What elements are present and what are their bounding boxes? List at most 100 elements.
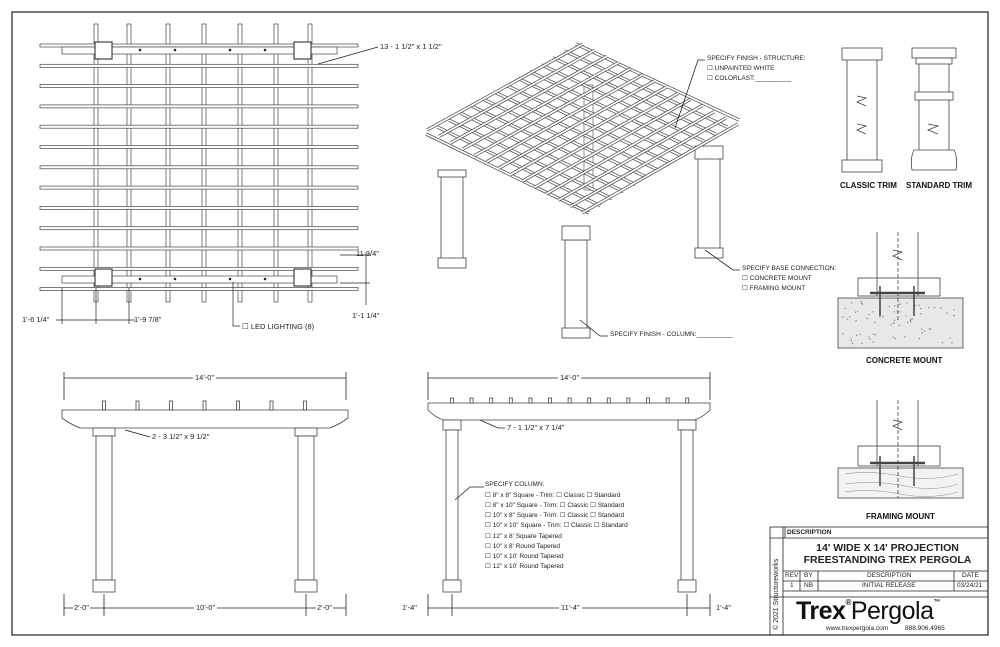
framing-mount-label: FRAMING MOUNT (866, 512, 935, 521)
side-rafter-stubs (450, 397, 690, 404)
side-rafter-stub (508, 397, 513, 404)
concrete-aggregate (855, 334, 858, 336)
plan-purlin (39, 165, 359, 170)
concrete-aggregate (861, 342, 863, 345)
concrete-aggregate (850, 338, 852, 340)
plan-led-dots (138, 48, 267, 281)
description-value: INITIAL RELEASE (862, 582, 916, 589)
concrete-aggregate (892, 322, 894, 324)
front-rafter-stub (269, 400, 274, 411)
side-rafter-stub (665, 397, 670, 404)
plan-post-bl (94, 268, 113, 287)
website: www.trexpergola.com (826, 625, 889, 632)
side-rafter-stub (528, 397, 533, 404)
iso-slat-face (462, 61, 620, 150)
plan-beam-top (61, 46, 338, 55)
base-option-1: ☐ CONCRETE MOUNT (742, 275, 812, 282)
front-rafter-stub (102, 400, 106, 411)
side-rafter-stub (685, 397, 690, 404)
front-dim-center: 10'-0" (194, 603, 218, 612)
side-column-right (677, 419, 697, 593)
iso-slat-face (581, 123, 739, 214)
iso-slat-face (450, 55, 608, 144)
plan-post-tr (293, 41, 312, 60)
side-overall-dim: 14'-0" (558, 373, 582, 382)
brand-logo: Trex®Pergola™ (796, 597, 941, 625)
iso-slat-face (474, 67, 632, 157)
column-option: ☐ 10" x 8' Round Tapered (485, 543, 561, 550)
by-header: BY (804, 572, 813, 579)
concrete-aggregate (910, 318, 912, 320)
concrete-aggregate (904, 336, 906, 338)
side-column-left (442, 419, 462, 593)
finish-structure-title: SPECIFY FINISH - STRUCTURE: (707, 55, 806, 62)
concrete-aggregate (899, 311, 901, 313)
rev-header: REV (785, 572, 799, 579)
title-block (769, 526, 989, 636)
concrete-aggregate (953, 314, 955, 317)
concrete-aggregate (894, 319, 896, 322)
phone: 888.906.4965 (905, 625, 945, 632)
description-header: DESCRIPTION (867, 572, 912, 579)
column-option: ☐ 10" x 8" Square - Trim: ☐ Classic ☐ St… (485, 512, 625, 519)
iso-column-left (437, 169, 467, 269)
side-rafter-stub (567, 397, 572, 404)
concrete-aggregate (899, 303, 901, 305)
plan-purlin (39, 226, 359, 231)
concrete-aggregate (928, 328, 931, 330)
concrete-aggregate (918, 304, 920, 306)
column-option: ☐ 10" x 10' Round Tapered (485, 553, 564, 560)
concrete-aggregate (896, 311, 898, 313)
concrete-aggregate (879, 316, 881, 318)
side-rafter-stub (469, 397, 474, 404)
classic-trim-detail (841, 47, 883, 173)
led-leader (232, 282, 240, 327)
column-spec-title: SPECIFY COLUMN: (485, 481, 545, 488)
front-rafter-stub (202, 400, 207, 411)
front-beam-note: 2 - 3 1/2" x 9 1/2" (152, 432, 210, 441)
concrete-aggregate (951, 342, 953, 344)
concrete-aggregate (946, 312, 948, 314)
plan-rafter (273, 23, 279, 303)
concrete-aggregate (921, 328, 923, 330)
concrete-aggregate (859, 333, 861, 336)
iso-column-right (694, 145, 724, 259)
concrete-aggregate (930, 328, 932, 331)
side-rafter-stub (450, 397, 454, 404)
side-rafter-stub (489, 397, 494, 404)
concrete-aggregate (850, 302, 853, 304)
concrete-aggregate (842, 316, 844, 318)
concrete-aggregate (894, 337, 897, 340)
plan-purlin (39, 206, 359, 210)
concrete-aggregate (953, 309, 955, 311)
side-dim-center: 11'-4" (559, 603, 582, 612)
framing-mount-detail (837, 400, 964, 499)
concrete-aggregate (909, 319, 912, 322)
plan-post-tl (94, 41, 113, 60)
description-label: DESCRIPTION (787, 529, 832, 536)
front-rafter-stubs (102, 400, 307, 411)
standard-trim-label: STANDARD TRIM (906, 181, 973, 190)
concrete-aggregate (941, 342, 944, 344)
concrete-aggregate (910, 321, 912, 323)
side-rafter-stub (548, 397, 552, 404)
plan-purlin (39, 104, 359, 109)
sheet-border (11, 11, 989, 636)
concrete-aggregate (872, 311, 874, 313)
concrete-aggregate (851, 342, 854, 345)
finish-option-2: ☐ COLORLAST:__________ (707, 75, 792, 82)
led-note: ☐ LED LIGHTING (8) (242, 322, 315, 331)
date-value: 03/24/21 (957, 582, 983, 589)
front-dim-right: 2'-0" (316, 603, 333, 612)
concrete-aggregate (848, 316, 851, 318)
concrete-aggregate (906, 302, 908, 304)
base-option-2: ☐ FRAMING MOUNT (742, 285, 806, 292)
rafter-leader (317, 46, 379, 65)
concrete-aggregate (906, 321, 909, 324)
concrete-aggregate (857, 310, 859, 313)
concrete-aggregate (842, 333, 844, 335)
rev-value: 1 (790, 582, 794, 589)
copyright: © 2021 Structureworks (773, 558, 780, 630)
iso-lattice (425, 42, 740, 215)
concrete-aggregate (869, 338, 871, 340)
